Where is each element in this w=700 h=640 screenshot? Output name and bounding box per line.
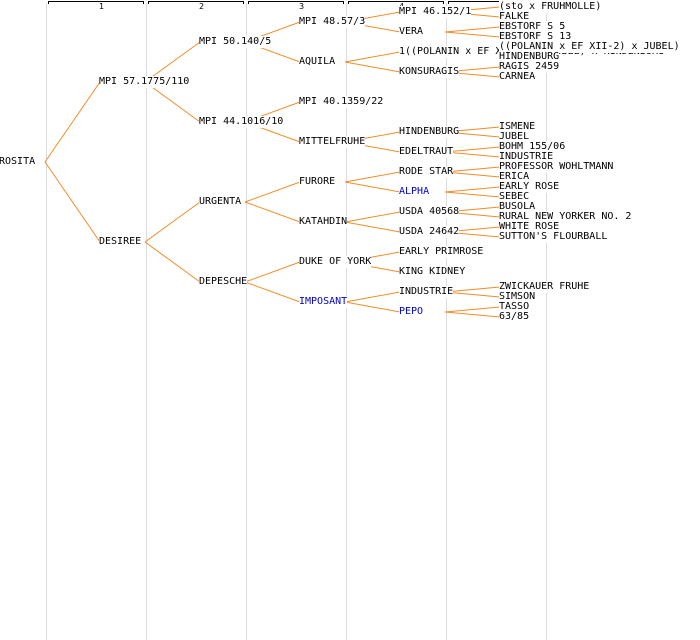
- node-zwickauer-fruhe: ZWICKAUER FRUHE: [499, 281, 590, 293]
- node-usda-24642: USDA 24642: [399, 226, 460, 238]
- edge-furore-to-rode-star: [344, 171, 401, 183]
- node-mpi-44-1016-10: MPI 44.1016/10: [199, 116, 284, 128]
- column-separator: [446, 3, 447, 640]
- node-jubel: JUBEL: [499, 131, 530, 143]
- node-carnea: CARNEA: [499, 71, 536, 83]
- node-ebstorf-s-13: EBSTORF S 13: [499, 31, 572, 43]
- node-konsuragis: KONSURAGIS: [399, 66, 460, 78]
- edge-rode-star-to-professor-wohltmann: [444, 166, 501, 173]
- generation-bracket-4: [348, 1, 444, 4]
- node-katahdin: KATAHDIN: [299, 216, 348, 228]
- node-vera: VERA: [399, 26, 424, 38]
- column-separator: [146, 3, 147, 640]
- node-early-rose: EARLY ROSE: [499, 181, 560, 193]
- node-pepo[interactable]: PEPO: [399, 306, 424, 318]
- edge-urgenta-to-katahdin: [244, 201, 301, 223]
- edge-alpha-to-sebec: [444, 191, 501, 198]
- node-duke-of-york: DUKE OF YORK: [299, 256, 372, 268]
- node-industrie: INDUSTRIE: [499, 151, 554, 163]
- node-alpha[interactable]: ALPHA: [399, 186, 430, 198]
- node-hindenburg: HINDENBURG: [499, 51, 560, 63]
- node-king-kidney: KING KIDNEY: [399, 266, 466, 278]
- edge-vera-to-ebstorf-s-13: [444, 31, 501, 38]
- node-industrie: INDUSTRIE: [399, 286, 454, 298]
- node-edeltraut: EDELTRAUT: [399, 146, 454, 158]
- node-depesche: DEPESCHE: [199, 276, 248, 288]
- node-simson: SIMSON: [499, 291, 536, 303]
- generation-bracket-3: [248, 1, 344, 4]
- edge-desiree-to-depesche: [144, 241, 201, 283]
- generation-bracket-1: [48, 1, 144, 4]
- edge-rosita-to-desiree: [44, 161, 101, 243]
- node-rural-new-yorker-no-2: RURAL NEW YORKER NO. 2: [499, 211, 632, 223]
- node-mpi-46-152-1: MPI 46.152/1: [399, 6, 472, 18]
- edge-pepo-to-63-85: [444, 311, 501, 318]
- node-tasso: TASSO: [499, 301, 530, 313]
- edge-desiree-to-urgenta: [144, 201, 201, 243]
- node-mpi-40-1359-22: MPI 40.1359/22: [299, 96, 384, 108]
- edge-aquila-to-konsuragis: [344, 61, 401, 73]
- edge-depesche-to-imposant: [244, 281, 301, 303]
- edge-katahdin-to-usda-24642: [344, 221, 401, 233]
- node-rode-star: RODE STAR: [399, 166, 454, 178]
- node-mittelfruhe: MITTELFRUHE: [299, 136, 366, 148]
- edge-urgenta-to-furore: [244, 181, 301, 203]
- column-separator: [246, 3, 247, 640]
- edge-vera-to-ebstorf-s-5: [444, 26, 501, 33]
- node-falke: FALKE: [499, 11, 530, 23]
- node-hindenburg: HINDENBURG: [399, 126, 460, 138]
- edge-aquila-to-1-polanin-x-ef-xii-2-x-jubel-x-hindenburg: [344, 51, 401, 63]
- generation-label-3: 3: [299, 2, 305, 11]
- generation-bracket-2: [148, 1, 244, 4]
- edge-industrie-to-simson: [444, 291, 501, 298]
- edge-rode-star-to-erica: [444, 171, 501, 178]
- node-sutton-s-flourball: SUTTON'S FLOURBALL: [499, 231, 608, 243]
- edge-industrie-to-zwickauer-fruhe: [444, 286, 501, 293]
- edge-rosita-to-mpi-57-1775-110: [44, 81, 101, 163]
- column-separator: [346, 3, 347, 640]
- edge-pepo-to-tasso: [444, 306, 501, 313]
- column-separator: [546, 3, 547, 640]
- node-furore: FURORE: [299, 176, 336, 188]
- node-mpi-57-1775-110: MPI 57.1775/110: [99, 76, 190, 88]
- column-separator: [46, 3, 47, 640]
- node-busola: BUSOLA: [499, 201, 536, 213]
- node-desiree: DESIREE: [99, 236, 142, 248]
- node-bohm-155-06: BOHM 155/06: [499, 141, 566, 153]
- node-ismene: ISMENE: [499, 121, 536, 133]
- edge-edeltraut-to-industrie: [444, 151, 501, 158]
- edge-katahdin-to-usda-40568: [344, 211, 401, 223]
- node-erica: ERICA: [499, 171, 530, 183]
- node-polanin-x-ef-xii-2-x-jubel: ((POLANIN x EF XII-2) x JUBEL): [499, 41, 680, 53]
- edge-mpi-57-1775-110-to-mpi-44-1016-10: [144, 81, 201, 123]
- edge-alpha-to-early-rose: [444, 186, 501, 193]
- node-mpi-50-140-5: MPI 50.140/5: [199, 36, 272, 48]
- node-ragis-2459: RAGIS 2459: [499, 61, 560, 73]
- edge-depesche-to-duke-of-york: [244, 261, 301, 283]
- node-white-rose: WHITE ROSE: [499, 221, 560, 233]
- node-63-85: 63/85: [499, 311, 530, 323]
- node-imposant[interactable]: IMPOSANT: [299, 296, 348, 308]
- node-urgenta: URGENTA: [199, 196, 242, 208]
- node-sto-x-fruhmolle: (sto x FRUHMOLLE): [499, 1, 602, 13]
- edge-furore-to-alpha: [344, 181, 401, 193]
- edge-imposant-to-industrie: [344, 291, 401, 303]
- node-sebec: SEBEC: [499, 191, 530, 203]
- node-aquila: AQUILA: [299, 56, 336, 68]
- node-rosita: ROSITA: [0, 156, 36, 168]
- edge-imposant-to-pepo: [344, 301, 401, 313]
- node-ebstorf-s-5: EBSTORF S 5: [499, 21, 566, 33]
- node-usda-40568: USDA 40568: [399, 206, 460, 218]
- edge-mpi-57-1775-110-to-mpi-50-140-5: [144, 41, 201, 83]
- node-mpi-48-57-3: MPI 48.57/3: [299, 16, 366, 28]
- generation-label-1: 1: [99, 2, 105, 11]
- node-early-primrose: EARLY PRIMROSE: [399, 246, 484, 258]
- generation-label-2: 2: [199, 2, 205, 11]
- edge-edeltraut-to-bohm-155-06: [444, 146, 501, 153]
- node-professor-wohltmann: PROFESSOR WOHLTMANN: [499, 161, 614, 173]
